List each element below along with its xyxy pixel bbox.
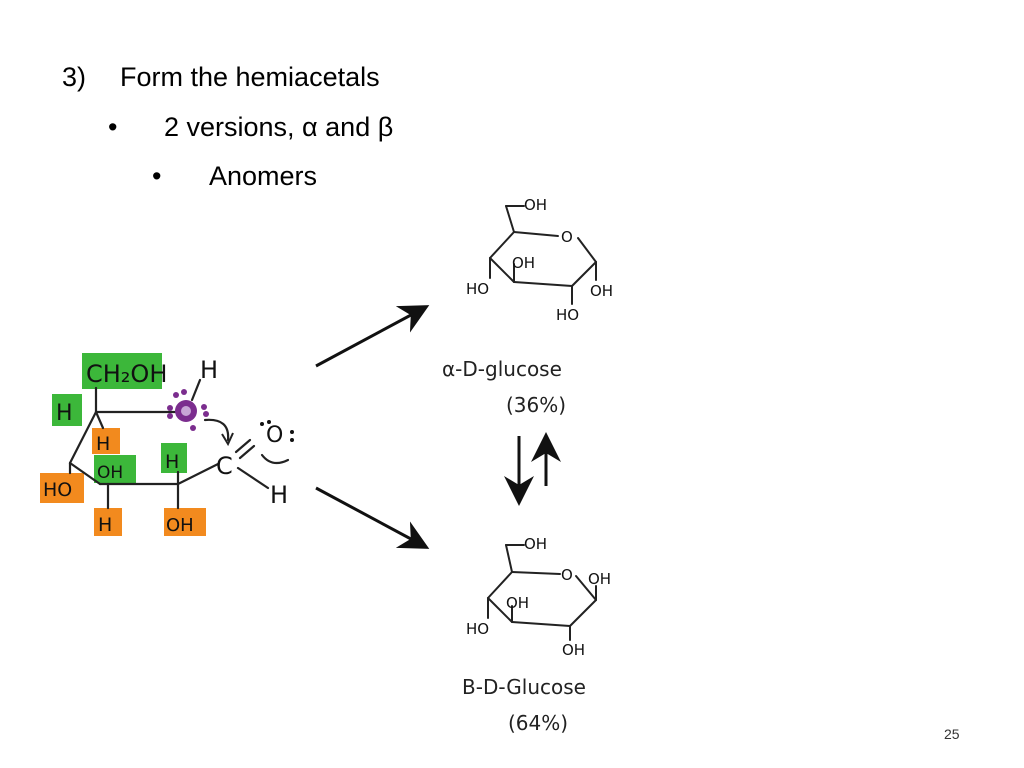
orange-highlight [92, 428, 120, 454]
carbonyl-oxygen-label: O [266, 423, 283, 448]
page-number: 25 [944, 726, 960, 742]
sub-sub-bullet: Anomers [209, 161, 318, 191]
beta-ring-oh: OH [506, 594, 529, 612]
bottom-h-label: H [98, 514, 112, 536]
alpha-bottom-ho: HO [556, 306, 579, 324]
alpha-top-oh: OH [524, 196, 547, 214]
green-highlight [82, 353, 162, 389]
beta-d-glucose-structure: OH O OH OH HO OH B-D-Glucose (64%) [462, 535, 611, 735]
heading-number: 3) [62, 62, 87, 92]
top-h-label: H [200, 356, 218, 384]
bottom-oh-label: OH [166, 515, 194, 536]
alpha-ring-oh: OH [512, 254, 535, 272]
bullet-glyph: • [152, 161, 162, 191]
open-chain-glucose: CH₂OH H H H OH H HO H OH C O H [40, 353, 294, 536]
alpha-percent-label: (36%) [506, 393, 566, 417]
ch2oh-label: CH₂OH [86, 360, 167, 388]
orange-highlight [40, 473, 84, 503]
slide-heading: Form the hemiacetals [120, 62, 380, 92]
green-highlight [94, 455, 136, 483]
ring-h-label: H [165, 451, 179, 473]
beta-top-oh: OH [524, 535, 547, 553]
green-highlight [161, 443, 187, 473]
sub-bullet: 2 versions, α and β [164, 112, 394, 142]
beta-name-label: B-D-Glucose [462, 675, 586, 699]
bullet-glyph: • [108, 112, 118, 142]
alpha-right-oh: OH [590, 282, 613, 300]
orange-highlight [94, 508, 122, 536]
beta-anomeric-oh: OH [588, 570, 611, 588]
reaction-arrows [315, 305, 561, 549]
ho-label: HO [43, 479, 72, 501]
alpha-left-ho: HO [466, 280, 489, 298]
arrow-to-alpha [315, 305, 430, 368]
ring-h-label: H [96, 433, 110, 455]
ring-oh-label: OH [97, 463, 123, 483]
aldehyde-h-label: H [270, 481, 288, 509]
orange-highlight [164, 508, 206, 536]
beta-bottom-oh: OH [562, 641, 585, 659]
carbonyl-carbon-label: C [216, 452, 233, 480]
left-h-label: H [56, 401, 73, 426]
beta-percent-label: (64%) [508, 711, 568, 735]
alpha-ring-oxygen: O [561, 228, 573, 246]
arrow-to-beta [315, 486, 430, 549]
alpha-name-label: α-D-glucose [442, 357, 562, 381]
beta-ring-oxygen: O [561, 566, 573, 584]
alpha-d-glucose-structure: OH O OH HO OH HO α-D-glucose (36%) [442, 196, 613, 417]
green-highlight [52, 394, 82, 426]
beta-left-ho: HO [466, 620, 489, 638]
